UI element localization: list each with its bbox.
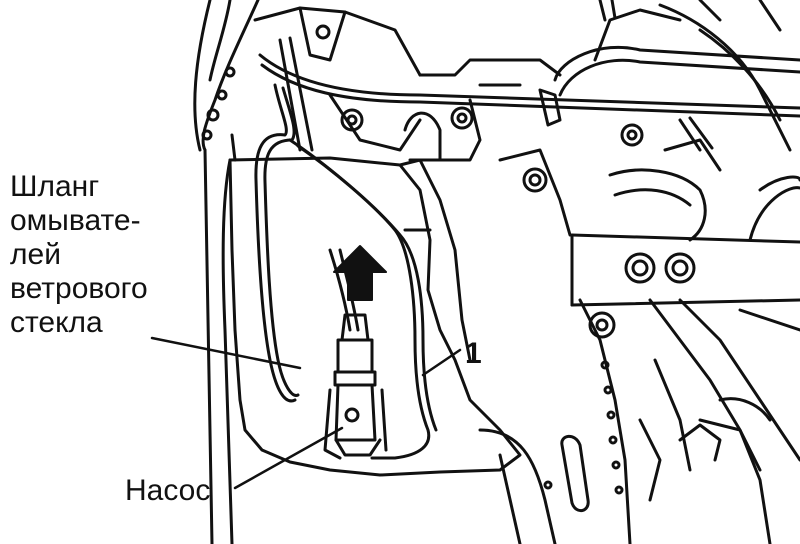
callout-number: 1 — [465, 337, 482, 370]
pump-label: Насос — [125, 474, 211, 507]
upper-structure — [253, 6, 800, 162]
hose-label-line: стекла — [10, 306, 103, 339]
hose-label-line: лей — [10, 238, 61, 271]
pump-assembly — [323, 313, 388, 460]
callout-leader-line — [421, 348, 462, 377]
hose-label: Шланг омывате- лей ветрового стекла — [10, 170, 148, 340]
bracket-bar — [570, 233, 800, 307]
hose-label-line: ветрового — [10, 272, 148, 305]
hose-leader-line — [150, 336, 302, 370]
upward-arrow-icon — [333, 245, 387, 301]
lower-frame — [478, 298, 800, 544]
fender-contour — [193, 0, 260, 544]
pump-leader-line — [233, 426, 344, 490]
engine-components — [498, 0, 800, 339]
hose-label-line: омывате- — [10, 204, 141, 237]
washer-reservoir — [228, 156, 522, 477]
washer-hose — [254, 83, 438, 460]
hose-label-line: Шланг — [10, 170, 100, 203]
